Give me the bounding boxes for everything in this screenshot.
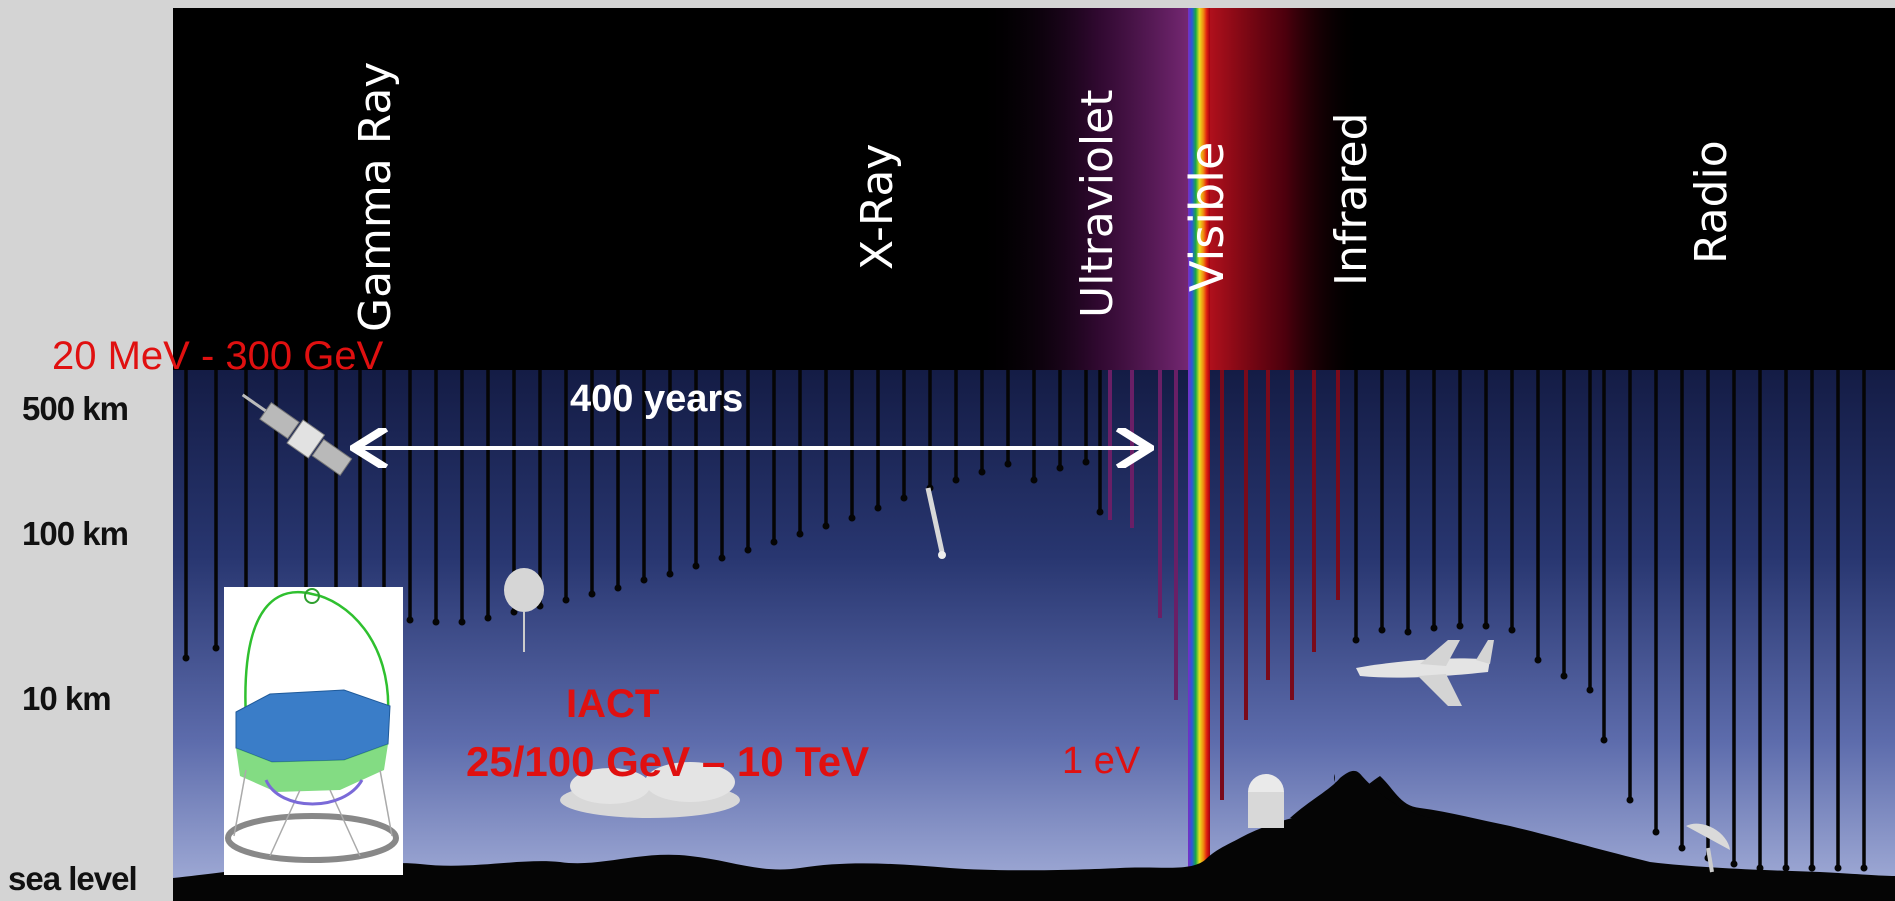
absorption-line-end xyxy=(744,546,752,554)
absorption-line-end xyxy=(1378,626,1386,634)
absorption-line-end xyxy=(770,538,778,546)
absorption-line-end xyxy=(1600,736,1608,744)
absorption-line-end xyxy=(1834,864,1842,872)
absorption-line-end xyxy=(1096,508,1104,516)
absorption-line-end xyxy=(692,562,700,570)
observatory-dome xyxy=(1248,774,1284,828)
absorption-line-end xyxy=(432,618,440,626)
absorption-line-end xyxy=(1404,628,1412,636)
absorption-line-end xyxy=(614,584,622,592)
absorption-line-end xyxy=(562,596,570,604)
absorption-line-end xyxy=(978,468,986,476)
absorption-line-end xyxy=(822,522,830,530)
absorption-line-end xyxy=(1808,864,1816,872)
absorption-line-end xyxy=(212,644,220,652)
absorption-line-end xyxy=(1482,622,1490,630)
absorption-line-end xyxy=(1586,686,1594,694)
absorption-line-end xyxy=(458,618,466,626)
iact-title: IACT xyxy=(566,682,660,726)
absorption-line-end xyxy=(1056,464,1064,472)
absorption-line-end xyxy=(1508,626,1516,634)
absorption-line-end xyxy=(1430,624,1438,632)
absorption-line-end xyxy=(796,530,804,538)
absorption-line-end xyxy=(182,654,190,662)
absorption-line-end xyxy=(1560,672,1568,680)
absorption-line-end xyxy=(718,554,726,562)
gamma-energy-range: 20 MeV - 300 GeV xyxy=(52,334,384,378)
ir-glow xyxy=(1210,8,1360,370)
rocket-icon xyxy=(925,487,946,559)
absorption-line-end xyxy=(510,608,518,616)
absorption-line-end xyxy=(640,576,648,584)
absorption-line-end xyxy=(952,476,960,484)
absorption-line-end xyxy=(406,616,414,624)
absorption-line-end xyxy=(1352,636,1360,644)
absorption-line-end xyxy=(1082,458,1090,466)
absorption-line-end xyxy=(1860,864,1868,872)
band-label-radio: Radio xyxy=(1686,140,1737,264)
altitude-500km: 500 km xyxy=(22,390,129,427)
absorption-line-end xyxy=(1756,864,1764,872)
band-label-ir: Infrared xyxy=(1326,112,1377,286)
altitude-sea-level: sea level xyxy=(8,860,138,897)
band-label-xray: X-Ray xyxy=(852,143,903,270)
absorption-line-end xyxy=(1782,864,1790,872)
mountain-peak xyxy=(1290,770,1430,818)
absorption-line-end xyxy=(1730,860,1738,868)
iact-telescope-image xyxy=(224,587,403,875)
absorption-line-end xyxy=(666,570,674,578)
absorption-line-end xyxy=(1456,622,1464,630)
band-label-gamma: Gamma Ray xyxy=(350,61,401,332)
visible-band xyxy=(1188,8,1210,878)
radio-dish-icon xyxy=(1686,823,1730,873)
satellite-icon xyxy=(241,393,353,477)
absorption-line-end xyxy=(900,494,908,502)
absorption-line-end xyxy=(484,614,492,622)
ground-silhouette xyxy=(173,774,1895,901)
visible-energy: 1 eV xyxy=(1062,740,1141,782)
absorption-line-end xyxy=(874,504,882,512)
band-label-uv: Ultraviolet xyxy=(1072,89,1123,318)
absorption-line-end xyxy=(1652,828,1660,836)
absorption-line-end xyxy=(588,590,596,598)
absorption-depth-lines xyxy=(182,370,1868,872)
altitude-100km: 100 km xyxy=(22,515,129,552)
airplane-icon xyxy=(1356,640,1494,706)
absorption-line-end xyxy=(1004,460,1012,468)
absorption-line-end xyxy=(1678,844,1686,852)
span-label: 400 years xyxy=(570,378,744,420)
absorption-line-end xyxy=(1030,476,1038,484)
absorption-line-end xyxy=(1534,656,1542,664)
iact-energy-range: 25/100 GeV – 10 TeV xyxy=(466,738,870,785)
altitude-10km: 10 km xyxy=(22,680,112,717)
uv-glow xyxy=(975,8,1195,370)
band-label-visible: Visible xyxy=(1180,141,1234,292)
balloon-icon xyxy=(504,568,544,652)
absorption-line-end xyxy=(848,514,856,522)
absorption-line-end xyxy=(1626,796,1634,804)
cloud-icon xyxy=(560,762,740,818)
